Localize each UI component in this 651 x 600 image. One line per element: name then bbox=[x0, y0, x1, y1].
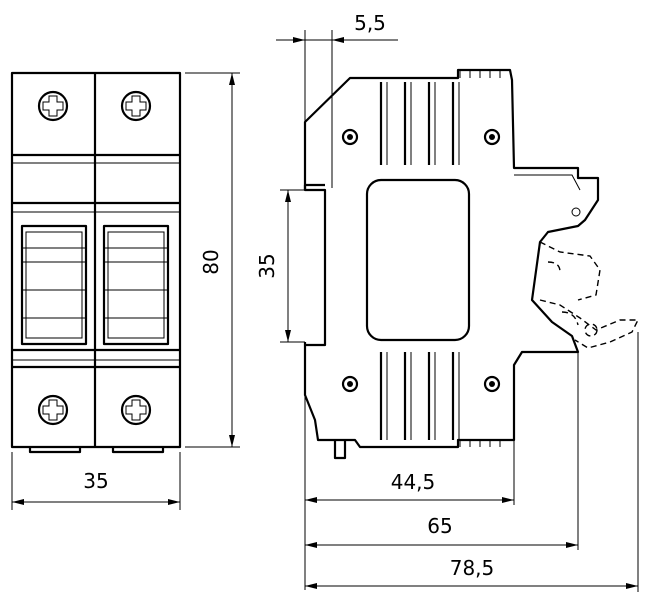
bottom-foot bbox=[333, 440, 347, 460]
bottom-tab-right bbox=[111, 447, 165, 454]
screw-icon bbox=[37, 394, 69, 426]
dim-depth-1-label: 44,5 bbox=[391, 470, 436, 494]
dim-rail-height-label: 35 bbox=[255, 253, 279, 278]
hole-icon bbox=[483, 128, 501, 146]
screw-icon bbox=[120, 90, 152, 122]
dim-depth-1: 44,5 bbox=[304, 395, 515, 590]
front-view bbox=[10, 71, 182, 454]
dim-depth-2: 65 bbox=[305, 352, 579, 550]
hole-icon bbox=[341, 128, 359, 146]
side-body-outline bbox=[303, 68, 600, 449]
dim-top-offset: 5,5 bbox=[276, 11, 398, 188]
screw-icon bbox=[120, 394, 152, 426]
dim-depth-3: 78,5 bbox=[305, 332, 639, 592]
hole-icon bbox=[341, 375, 359, 393]
dim-height-front-label: 80 bbox=[199, 249, 223, 274]
dim-width-front-label: 35 bbox=[83, 469, 108, 493]
dim-depth-3-label: 78,5 bbox=[450, 556, 495, 580]
bottom-tab-left bbox=[28, 447, 82, 454]
toggle-left bbox=[20, 224, 88, 346]
side-ribs-bottom bbox=[379, 352, 460, 440]
lever-wire bbox=[514, 174, 581, 191]
side-ribs-top bbox=[379, 82, 460, 165]
side-view bbox=[303, 68, 640, 460]
side-label-window bbox=[365, 178, 471, 342]
dim-height-front: 80 bbox=[185, 72, 240, 448]
toggle-lever-dashed bbox=[539, 241, 640, 349]
hole-icon bbox=[571, 207, 581, 217]
dim-depth-2-label: 65 bbox=[427, 514, 452, 538]
dim-width-front: 35 bbox=[11, 452, 181, 510]
dim-rail-height: 35 bbox=[255, 189, 305, 343]
hole-icon bbox=[483, 375, 501, 393]
rail-clip bbox=[303, 183, 325, 345]
screw-icon bbox=[37, 90, 69, 122]
toggle-right bbox=[102, 224, 170, 346]
dim-top-offset-label: 5,5 bbox=[354, 11, 386, 35]
